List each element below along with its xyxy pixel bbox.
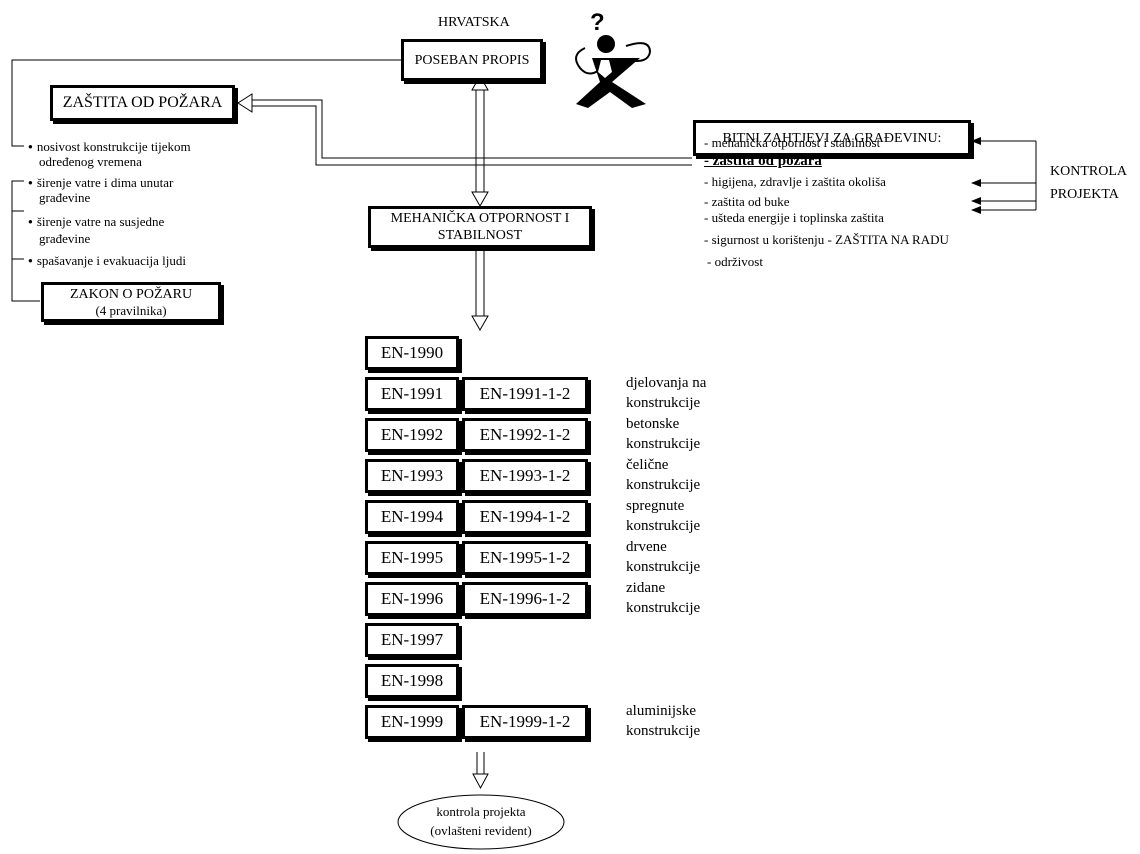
eurocode-code-label: EN-1995 (380, 548, 444, 567)
fire-law-title: ZAKON O POŽARU (69, 286, 193, 302)
eurocode-code-label: EN-1997 (380, 630, 444, 649)
eurocode-en-1999-box: EN-1999 (365, 705, 459, 739)
eurocode-description: spregnute konstrukcije (626, 498, 701, 534)
eurocode-part-label: EN-1994-1-2 (479, 507, 571, 526)
fire-protection-title: ZAŠTITA OD POŽARA (62, 94, 223, 111)
eurocode-part-box: EN-1993-1-2 (462, 459, 588, 493)
fire-item-2: širenje vatre i dima unutar (28, 175, 173, 193)
control-label-1: KONTROLA (1050, 164, 1127, 179)
eurocode-en-1990-box: EN-1990 (365, 336, 459, 370)
eurocode-part-box: EN-1999-1-2 (462, 705, 588, 739)
requirement-1: - mehanička otpornost i stabilnost (704, 135, 881, 150)
eurocode-en-1993-box: EN-1993 (365, 459, 459, 493)
eurocode-code-label: EN-1993 (380, 466, 444, 485)
eurocode-part-label: EN-1992-1-2 (479, 425, 571, 444)
eurocode-code-label: EN-1994 (380, 507, 444, 526)
mechanical-box: MEHANIČKA OTPORNOST I STABILNOST (368, 206, 592, 248)
fire-law-box: ZAKON O POŽARU (4 pravilnika) (41, 282, 221, 322)
eurocode-en-1997-box: EN-1997 (365, 623, 459, 657)
fire-law-subtitle: (4 pravilnika) (95, 302, 167, 318)
requirement-4: - zaštita od buke (704, 194, 790, 209)
eurocode-code-label: EN-1990 (380, 343, 444, 362)
eurocode-code-label: EN-1999 (380, 712, 444, 731)
control-ellipse (397, 794, 565, 850)
eurocode-description: djelovanja na konstrukcije (626, 375, 707, 411)
poseban-propis-box: POSEBAN PROPIS (401, 39, 543, 81)
control-label-2: PROJEKTA (1050, 187, 1119, 202)
eurocode-en-1996-box: EN-1996 (365, 582, 459, 616)
eurocode-part-label: EN-1991-1-2 (479, 384, 571, 403)
requirements-title: BITNI ZAHTJEVI ZA GRAĐEVINU: (722, 130, 942, 146)
fire-item-2-cont: građevine (39, 190, 91, 205)
eurocode-code-label: EN-1998 (380, 671, 444, 690)
mechanical-line1: MEHANIČKA OTPORNOST I (390, 211, 570, 226)
fire-protection-box: ZAŠTITA OD POŽARA (50, 85, 235, 121)
fire-item-1: nosivost konstrukcije tijekom (28, 139, 191, 157)
requirement-2: - zaštita od požara (704, 153, 822, 169)
eurocode-part-box: EN-1996-1-2 (462, 582, 588, 616)
svg-text:?: ? (590, 9, 605, 36)
control-ellipse-line2: (ovlašteni revident) (430, 823, 532, 838)
eurocode-en-1994-box: EN-1994 (365, 500, 459, 534)
eurocode-part-label: EN-1996-1-2 (479, 589, 571, 608)
poseban-propis-label: POSEBAN PROPIS (414, 52, 530, 68)
vertical-double-arrow-mid (471, 248, 489, 332)
eurocode-part-label: EN-1999-1-2 (479, 712, 571, 731)
eurocode-en-1995-box: EN-1995 (365, 541, 459, 575)
requirement-3: - higijena, zdravlje i zaštita okoliša (704, 174, 886, 189)
eurocode-part-box: EN-1994-1-2 (462, 500, 588, 534)
eurocode-part-box: EN-1991-1-2 (462, 377, 588, 411)
left-outer-connector (11, 59, 401, 147)
eurocode-en-1998-box: EN-1998 (365, 664, 459, 698)
eurocode-description: drvene konstrukcije (626, 539, 701, 575)
eurocode-description: zidane konstrukcije (626, 580, 701, 616)
eurocode-part-label: EN-1993-1-2 (479, 466, 571, 485)
fire-double-arrow (237, 93, 692, 166)
requirements-box: BITNI ZAHTJEVI ZA GRAĐEVINU: (693, 120, 971, 156)
left-inner-connector (11, 180, 40, 302)
control-bracket (971, 137, 1037, 214)
eurocode-code-label: EN-1996 (380, 589, 444, 608)
eurocode-en-1991-box: EN-1991 (365, 377, 459, 411)
eurocode-description: betonske konstrukcije (626, 416, 701, 452)
eurocode-en-1992-box: EN-1992 (365, 418, 459, 452)
fire-item-1-cont: određenog vremena (39, 154, 142, 169)
requirement-6: - sigurnost u korištenju - ZAŠTITA NA RA… (704, 232, 949, 247)
mechanical-line2: STABILNOST (437, 228, 523, 243)
eurocode-description: aluminijske konstrukcije (626, 703, 701, 739)
eurocode-code-label: EN-1991 (380, 384, 444, 403)
fire-item-4: spašavanje i evakuacija ljudi (28, 253, 186, 271)
confused-person-icon: ? (575, 9, 652, 108)
eurocode-code-label: EN-1992 (380, 425, 444, 444)
vertical-double-arrow-top (471, 74, 489, 208)
eurocode-description: čelične konstrukcije (626, 457, 701, 493)
control-ellipse-line1: kontrola projekta (436, 804, 526, 819)
fire-item-3: širenje vatre na susjedne (28, 214, 164, 232)
eurocode-part-box: EN-1992-1-2 (462, 418, 588, 452)
eurocode-part-label: EN-1995-1-2 (479, 548, 571, 567)
fire-item-3-cont: građevine (39, 231, 91, 246)
vertical-double-arrow-bottom (472, 752, 489, 790)
requirement-5: - ušteda energije i toplinska zaštita (704, 210, 884, 225)
requirement-7: - održivost (707, 254, 763, 269)
eurocode-part-box: EN-1995-1-2 (462, 541, 588, 575)
country-label: HRVATSKA (438, 15, 510, 30)
